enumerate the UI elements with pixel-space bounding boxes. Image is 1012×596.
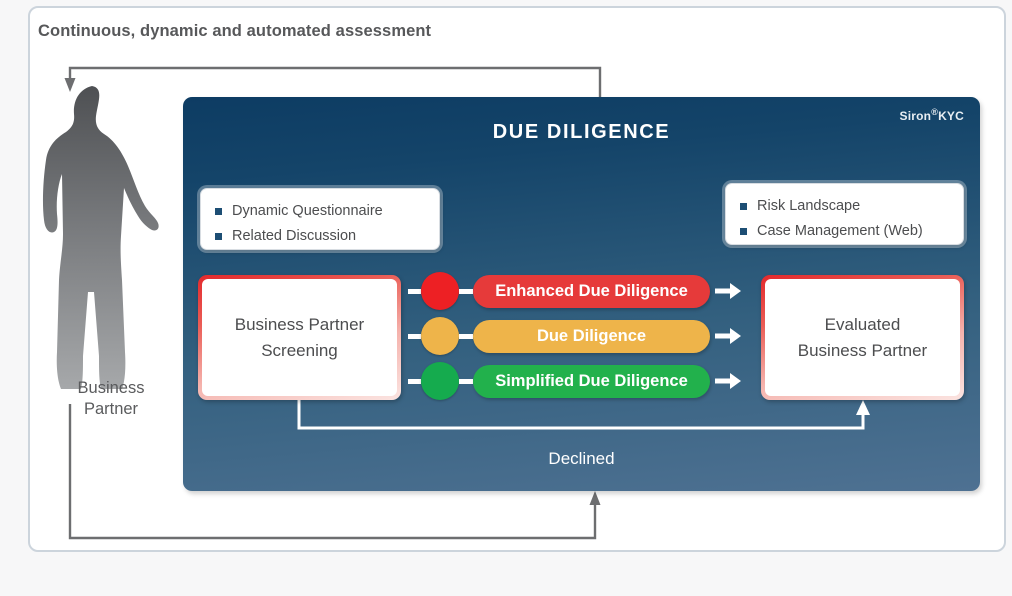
list-item: Related Discussion — [215, 224, 423, 249]
page-title: Continuous, dynamic and automated assess… — [38, 22, 432, 40]
list-item-label: Risk Landscape — [757, 198, 861, 214]
lane-enhanced-due-diligence: Enhanced Due Diligence — [408, 272, 753, 310]
connector-line — [408, 288, 421, 294]
panel-title: DUE DILIGENCE — [492, 121, 671, 143]
actor-label: Business Partner — [46, 378, 176, 420]
connector-line — [408, 333, 421, 339]
arrow-right-icon — [715, 328, 741, 344]
list-item-label: Dynamic Questionnaire — [232, 203, 383, 219]
actor-label-line2: Partner — [83, 400, 139, 418]
lane-due-diligence: Due Diligence — [408, 317, 753, 355]
connector-line — [408, 378, 421, 384]
evaluated-line2: Business Partner — [797, 340, 928, 360]
connector-line — [459, 333, 473, 339]
list-item-label: Case Management (Web) — [757, 223, 923, 239]
list-item: Dynamic Questionnaire — [215, 199, 423, 224]
connector-line — [459, 378, 473, 384]
square-bullet-icon — [740, 203, 747, 210]
pill-due-diligence[interactable]: Due Diligence — [473, 319, 710, 353]
lane-simplified-due-diligence: Simplified Due Diligence — [408, 362, 753, 400]
status-dot-green — [421, 362, 459, 400]
due-diligence-panel: Siron®KYC DUE DILIGENCE Dynamic Question… — [183, 97, 980, 491]
declined-label: Declined — [548, 449, 615, 468]
actor-label-line1: Business — [77, 379, 145, 397]
square-bullet-icon — [740, 228, 747, 235]
brand-name: Siron — [899, 109, 932, 123]
pill-enhanced-due-diligence[interactable]: Enhanced Due Diligence — [473, 274, 710, 308]
arrow-right-icon — [715, 283, 741, 299]
person-silhouette-icon — [38, 84, 168, 394]
list-item-label: Related Discussion — [232, 228, 357, 244]
evaluated-line1: Evaluated — [824, 314, 901, 334]
arrow-right-icon — [715, 373, 741, 389]
screening-line1: Business Partner — [234, 314, 365, 334]
status-dot-amber — [421, 317, 459, 355]
status-dot-red — [421, 272, 459, 310]
brand-product: KYC — [938, 109, 964, 123]
square-bullet-icon — [215, 233, 222, 240]
pill-simplified-due-diligence[interactable]: Simplified Due Diligence — [473, 364, 710, 398]
list-item: Risk Landscape — [740, 194, 947, 219]
list-item: Case Management (Web) — [740, 219, 947, 244]
questionnaire-card: Dynamic Questionnaire Related Discussion — [200, 188, 440, 250]
brand-logo: Siron®KYC — [900, 107, 964, 123]
brand-registered-mark: ® — [931, 107, 939, 117]
business-partner-screening-box: Business Partner Screening — [198, 275, 401, 400]
evaluated-business-partner-box: Evaluated Business Partner — [761, 275, 964, 400]
risk-card: Risk Landscape Case Management (Web) — [725, 183, 964, 245]
connector-line — [459, 288, 473, 294]
screening-line2: Screening — [261, 340, 338, 360]
square-bullet-icon — [215, 208, 222, 215]
